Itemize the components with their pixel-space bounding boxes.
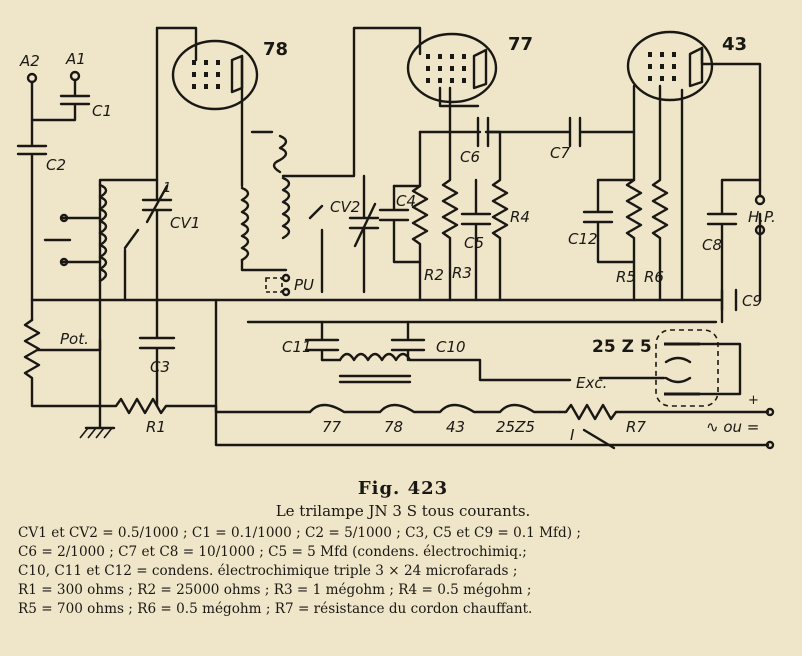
- label-r6: R6: [644, 268, 664, 286]
- label-c7: C7: [550, 144, 570, 162]
- stage-43: R5 R6 C12 C8 H.P. C9: [568, 46, 776, 324]
- label-pot: Pot.: [60, 330, 89, 348]
- tube-77-label: 77: [508, 34, 533, 55]
- legend-line: R1 = 300 ohms ; R2 = 25000 ohms ; R3 = 1…: [18, 582, 532, 598]
- legend-line: C6 = 2/1000 ; C7 et C8 = 10/1000 ; C5 = …: [18, 544, 527, 560]
- label-a1: A1: [65, 50, 86, 68]
- tube-78-label: 78: [263, 39, 288, 60]
- label-r3: R3: [452, 264, 472, 282]
- heater-chain: 77 78 43 25Z5 R7 I + ∿ ou =: [308, 393, 775, 450]
- stage-77: R2 C4 R3 C5 R4 C6 C7: [378, 86, 636, 302]
- label-a2: A2: [19, 52, 40, 70]
- schematic-diagram: 78 77 43 A2 A1 C1 C2: [16, 26, 776, 450]
- label-c10: C10: [436, 338, 466, 356]
- svg-text:1: 1: [163, 181, 171, 196]
- tube-25z5-label: 25 Z 5: [592, 337, 652, 357]
- label-mains: ∿ ou =: [706, 418, 759, 436]
- legend-line: CV1 et CV2 = 0.5/1000 ; C1 = 0.1/1000 ; …: [18, 525, 581, 541]
- label-cv2: CV2: [330, 198, 360, 216]
- label-c3: C3: [150, 358, 170, 376]
- label-switch: I: [570, 426, 575, 444]
- label-cv1: CV1: [170, 214, 200, 232]
- filter-section: C11 C10 Exc.: [282, 320, 607, 392]
- label-c5: C5: [464, 234, 484, 252]
- antenna-input: A2 A1 C1 C2: [16, 50, 112, 322]
- supply-rails: [30, 298, 770, 447]
- figure-caption: Fig. 423 Le trilampe JN 3 S tous courant…: [18, 478, 788, 619]
- label-exc: Exc.: [576, 374, 607, 392]
- label-r5: R5: [616, 268, 636, 286]
- legend-line: C10, C11 et C12 = condens. électrochimiq…: [18, 563, 518, 579]
- tube-43: 43: [626, 30, 747, 102]
- tube-43-label: 43: [722, 34, 747, 55]
- label-c8: C8: [702, 236, 722, 254]
- filament-78: 78: [384, 418, 403, 436]
- label-r4: R4: [510, 208, 530, 226]
- tube-78: 78: [171, 39, 288, 111]
- label-r2: R2: [424, 266, 444, 284]
- volume-potentiometer: Pot. R1 C3: [23, 298, 218, 439]
- label-c1: C1: [92, 102, 112, 120]
- filament-25z5: 25Z5: [496, 418, 535, 436]
- svg-text:+: +: [748, 393, 759, 408]
- filament-43: 43: [446, 418, 465, 436]
- label-r1: R1: [146, 418, 166, 436]
- component-legend: CV1 et CV2 = 0.5/1000 ; C1 = 0.1/1000 ; …: [18, 524, 788, 619]
- filament-77: 77: [322, 418, 342, 436]
- rectifier-25z5: 25 Z 5: [592, 329, 742, 407]
- figure-title: Fig. 423: [357, 478, 449, 499]
- legend-line: R5 = 700 ohms ; R6 = 0.5 mégohm ; R7 = r…: [18, 601, 533, 617]
- label-r7: R7: [626, 418, 646, 436]
- label-c9: C9: [742, 292, 762, 310]
- label-hp: H.P.: [748, 208, 776, 226]
- label-c6: C6: [460, 148, 480, 166]
- label-c2: C2: [46, 156, 66, 174]
- label-c4: C4: [396, 192, 416, 210]
- label-c12: C12: [568, 230, 598, 248]
- tube-77: 77: [406, 32, 533, 104]
- input-coil-cv1: 1 CV1: [43, 26, 200, 302]
- rf-coils-cv2: CV2 PU: [240, 26, 422, 297]
- label-pu: PU: [294, 276, 314, 294]
- figure-subtitle: Le trilampe JN 3 S tous courants.: [275, 502, 531, 520]
- label-c11: C11: [282, 338, 312, 356]
